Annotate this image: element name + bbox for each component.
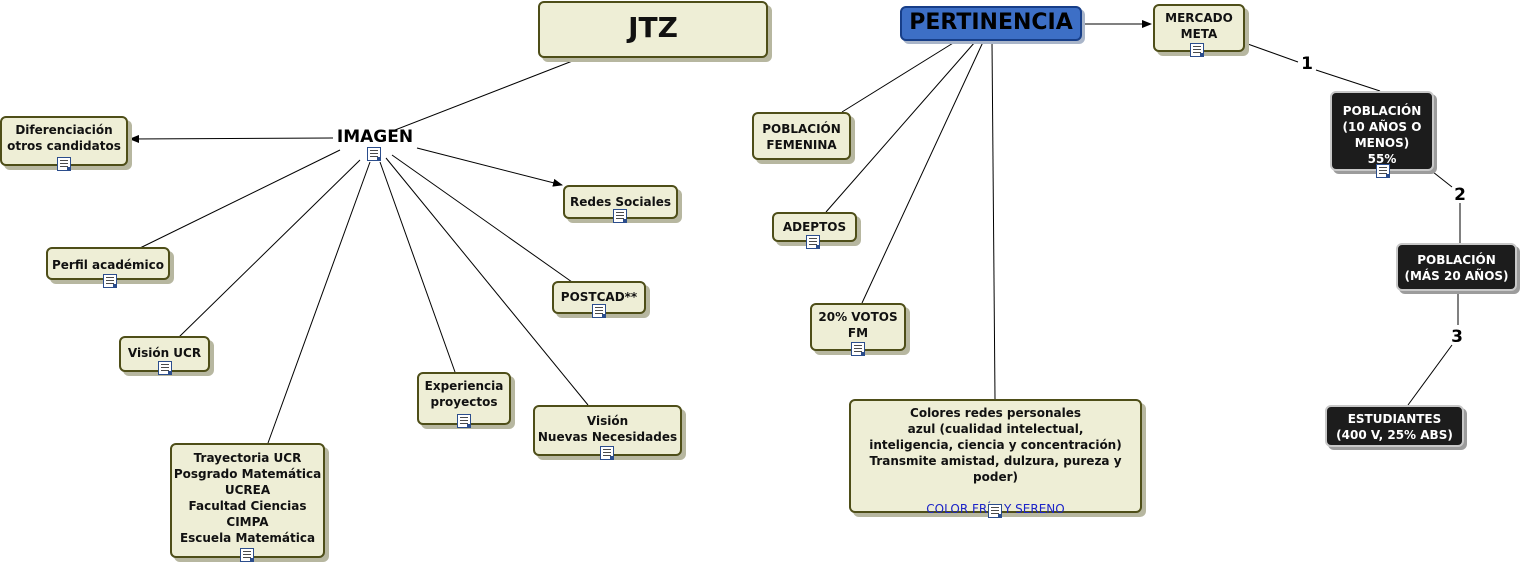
link-pertinencia-adeptos: [825, 41, 976, 213]
link-imagen-redes: [416, 147, 563, 187]
node-estudiantes[interactable]: ESTUDIANTES (400 V, 25% ABS): [1325, 405, 1464, 447]
node-colores-line3: inteligencia, ciencia y concentración): [869, 438, 1122, 452]
node-pertinencia-label: PERTINENCIA: [909, 10, 1073, 35]
node-colores-line2: azul (cualidad intelectual,: [907, 422, 1084, 436]
node-poblacion-femenina[interactable]: POBLACIÓN FEMENINA: [752, 112, 851, 160]
link-mercado-step1: [1244, 42, 1299, 63]
link-pertinencia-colores: [991, 41, 996, 400]
node-diferenciacion-line1: Diferenciación: [15, 123, 113, 137]
document-icon[interactable]: [851, 342, 865, 356]
node-postcad-label: POSTCAD**: [560, 290, 638, 304]
link-poblacion10-step2: [1432, 171, 1453, 188]
link-pertinencia-poblacion-fem: [841, 39, 959, 113]
document-icon[interactable]: [1190, 43, 1204, 57]
node-colores-spacer: [851, 485, 1140, 501]
node-trayectoria-line5: CIMPA: [226, 515, 269, 529]
node-poblacion-10-line2: (10 AÑOS O: [1342, 120, 1422, 134]
node-experiencia-line1: Experiencia: [424, 379, 504, 393]
document-icon[interactable]: [988, 504, 1002, 518]
node-poblacion-20-line2: (MÁS 20 AÑOS): [1404, 269, 1509, 283]
node-trayectoria-line2: Posgrado Matemática: [173, 467, 322, 481]
node-votos-line2: FM: [847, 326, 869, 340]
node-pertinencia[interactable]: PERTINENCIA: [900, 6, 1082, 41]
node-trayectoria-line1: Trayectoria UCR: [193, 451, 302, 465]
node-jtz-label: JTZ: [628, 11, 678, 44]
link-imagen-experiencia: [379, 161, 456, 373]
document-icon[interactable]: [1376, 164, 1390, 178]
node-colores-line4: Transmite amistad, dulzura, pureza y pod…: [869, 454, 1122, 484]
node-poblacion-20[interactable]: POBLACIÓN (MÁS 20 AÑOS): [1396, 243, 1517, 291]
node-poblacion-10-line4: 55%: [1367, 152, 1397, 166]
node-adeptos-label: ADEPTOS: [782, 220, 847, 234]
node-imagen-label: IMAGEN: [336, 127, 414, 147]
link-step1-poblacion10: [1315, 69, 1381, 92]
link-step3-estudiantes: [1407, 344, 1453, 406]
node-estudiantes-line1: ESTUDIANTES: [1347, 412, 1442, 426]
document-icon[interactable]: [613, 209, 627, 223]
link-imagen-postcad: [391, 154, 573, 283]
node-perfil-label: Perfil académico: [51, 258, 165, 272]
link-imagen-diferenciacion: [129, 134, 334, 143]
link-label-step1: 1: [1298, 54, 1316, 74]
node-estudiantes-line2: (400 V, 25% ABS): [1336, 428, 1453, 442]
link-imagen-perfil: [139, 149, 341, 249]
link-label-step2-text: 2: [1454, 185, 1466, 205]
node-diferenciacion-line2: otros candidatos: [7, 139, 121, 153]
link-label-step3-text: 3: [1451, 327, 1463, 347]
document-icon[interactable]: [457, 414, 471, 428]
link-imagen-vision-nuevas: [385, 157, 589, 406]
node-experiencia[interactable]: Experiencia proyectos: [417, 372, 511, 425]
link-imagen-vision-ucr: [177, 159, 361, 339]
node-trayectoria-line6: Escuela Matemática: [179, 531, 316, 545]
node-redes-label: Redes Sociales: [569, 195, 672, 209]
node-poblacion-10-line3: MENOS): [1354, 136, 1410, 150]
document-icon[interactable]: [600, 446, 614, 460]
node-jtz[interactable]: JTZ: [538, 1, 768, 58]
node-mercado-line1: MERCADO: [1165, 11, 1233, 25]
node-experiencia-line2: proyectos: [430, 395, 498, 409]
link-imagen-trayectoria: [267, 161, 371, 444]
link-label-step3: 3: [1448, 327, 1466, 347]
link-label-step2: 2: [1451, 185, 1469, 205]
node-poblacion-femenina-line2: FEMENINA: [766, 138, 837, 152]
link-label-step1-text: 1: [1301, 54, 1313, 74]
node-vision-ucr-label: Visión UCR: [127, 346, 202, 360]
node-vision-nuevas-line2: Nuevas Necesidades: [537, 430, 678, 444]
node-colores[interactable]: Colores redes personales azul (cualidad …: [849, 399, 1142, 516]
node-poblacion-10[interactable]: POBLACIÓN (10 AÑOS O MENOS) 55%: [1330, 91, 1434, 171]
node-poblacion-20-line1: POBLACIÓN: [1417, 253, 1496, 267]
link-pertinencia-votos: [861, 41, 984, 304]
document-icon[interactable]: [806, 235, 820, 249]
document-icon[interactable]: [103, 274, 117, 288]
document-icon[interactable]: [240, 548, 254, 562]
node-votos-line1: 20% VOTOS: [818, 310, 898, 324]
link-jtz-imagen: [394, 59, 576, 131]
node-poblacion-10-line1: POBLACIÓN: [1342, 104, 1422, 118]
node-trayectoria-line3: UCREA: [224, 483, 271, 497]
node-vision-nuevas-line1: Visión: [586, 414, 629, 428]
node-colores-line1: Colores redes personales: [910, 406, 1081, 420]
document-icon[interactable]: [57, 157, 71, 171]
node-trayectoria-line4: Facultad Ciencias: [188, 499, 307, 513]
node-mercado-line2: META: [1180, 27, 1218, 41]
document-icon[interactable]: [158, 361, 172, 375]
node-imagen[interactable]: IMAGEN: [330, 127, 420, 147]
document-icon[interactable]: [367, 147, 381, 161]
document-icon[interactable]: [592, 304, 606, 318]
node-trayectoria[interactable]: Trayectoria UCR Posgrado Matemática UCRE…: [170, 443, 325, 558]
node-poblacion-femenina-line1: POBLACIÓN: [762, 122, 841, 136]
